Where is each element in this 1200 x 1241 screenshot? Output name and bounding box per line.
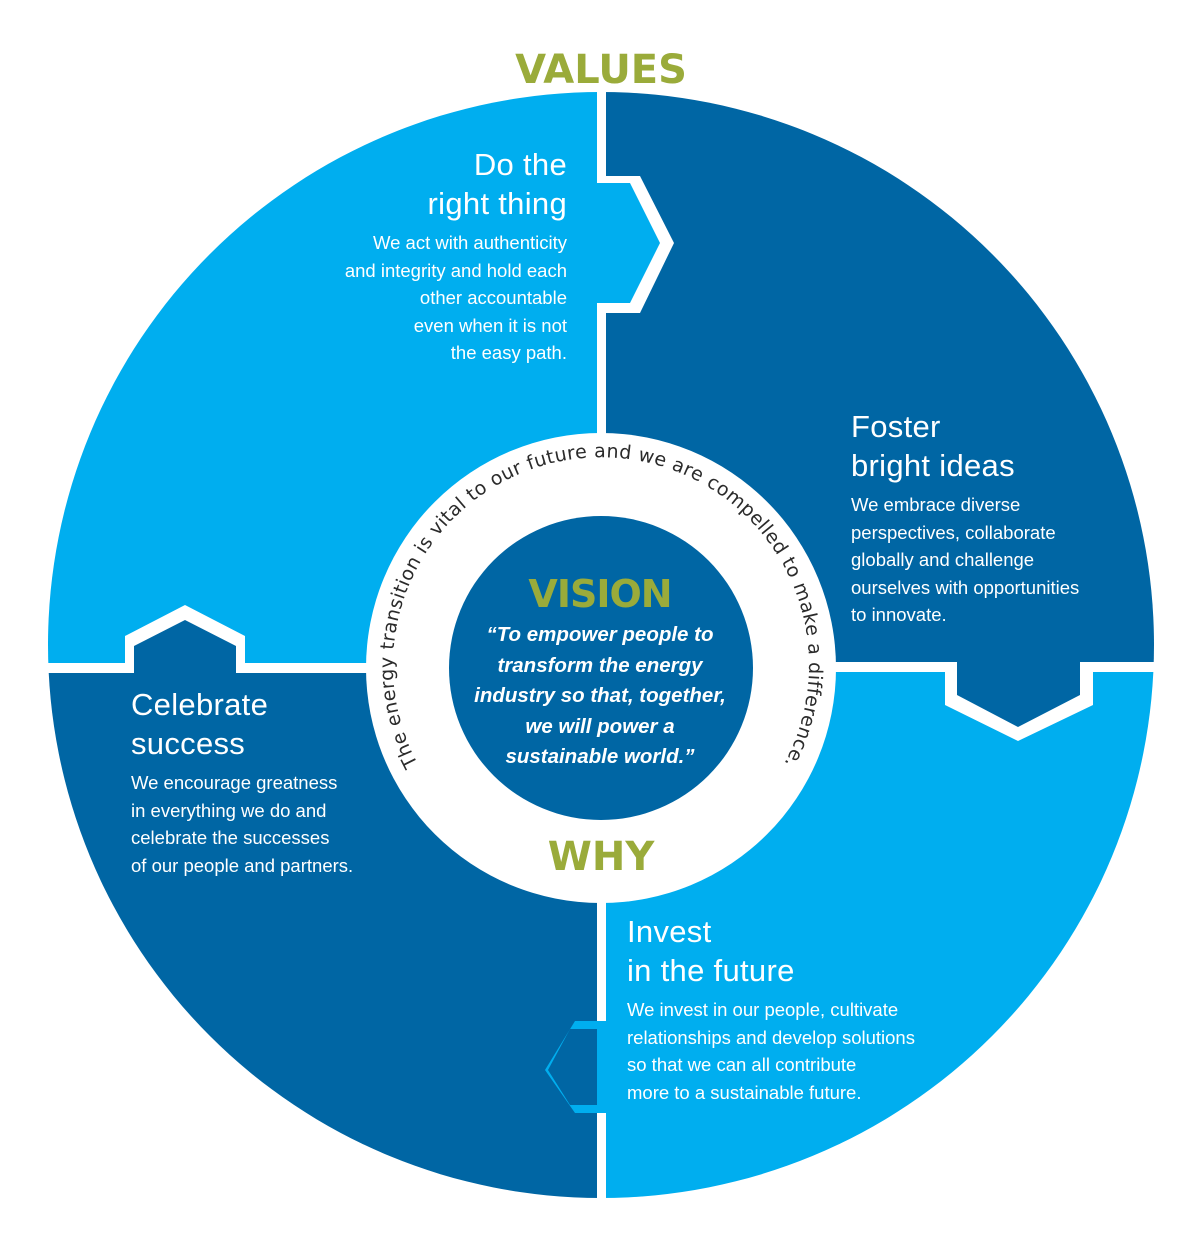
value-title-line: bright ideas: [851, 448, 1015, 483]
value-do-the-right-thing: Do the right thing We act with authentic…: [280, 145, 567, 367]
value-description: We encourage greatness in everything we …: [131, 769, 411, 879]
value-title-line: right thing: [427, 186, 567, 221]
value-description-line: and integrity and hold each: [344, 259, 567, 281]
value-description-line: other accountable: [419, 287, 567, 308]
value-title-line: Do the: [473, 147, 567, 182]
value-foster-bright-ideas: Foster bright ideas We embrace diverse p…: [851, 407, 1151, 629]
value-description-line: to innovate.: [851, 604, 947, 625]
value-description-line: perspectives, collaborate: [851, 521, 1056, 543]
value-description: We invest in our people, cultivate relat…: [627, 996, 967, 1106]
value-title: Foster bright ideas: [851, 407, 1151, 485]
vision-quote-line: industry so that, together,: [474, 684, 726, 707]
vision-circle: [449, 516, 753, 820]
value-title-line: Celebrate: [131, 687, 269, 722]
value-description-line: of our people and partners.: [131, 854, 354, 876]
vision-title: VISION: [528, 572, 672, 616]
vision-quote: “To empower people to transform the ener…: [455, 620, 745, 773]
value-description-line: relationships and develop solutions: [627, 1026, 915, 1048]
vision-quote-line: transform the energy: [497, 653, 703, 677]
value-description: We embrace diverse perspectives, collabo…: [851, 491, 1151, 629]
value-description-line: celebrate the successes: [131, 827, 330, 848]
value-description-line: the easy path.: [450, 342, 567, 363]
vision-quote-line: we will power a: [525, 714, 675, 738]
vision-quote-line: sustainable world.”: [505, 745, 695, 768]
value-description-line: We act with authenticity: [373, 232, 567, 253]
value-title: Do the right thing: [280, 145, 567, 223]
value-title-line: Invest: [627, 914, 712, 949]
value-description-line: globally and challenge: [851, 549, 1035, 570]
value-description-line: so that we can all contribute: [627, 1054, 857, 1075]
value-description-line: more to a sustainable future.: [627, 1081, 862, 1103]
value-title: Invest in the future: [627, 912, 967, 990]
value-invest-in-the-future: Invest in the future We invest in our pe…: [627, 912, 967, 1106]
value-description-line: even when it is not: [413, 314, 567, 336]
value-description-line: in everything we do and: [131, 799, 327, 821]
value-title-line: in the future: [627, 953, 795, 988]
value-description: We act with authenticity and integrity a…: [280, 229, 567, 367]
quadrant-celebrate-arrow: [548, 1029, 597, 1105]
value-description-line: We embrace diverse: [851, 494, 1021, 515]
value-description-line: We invest in our people, cultivate: [627, 999, 899, 1020]
value-title: Celebrate success: [131, 685, 411, 763]
vision-quote-line: “To empower people to: [486, 623, 714, 646]
value-title-line: success: [131, 726, 246, 761]
value-description-line: We encourage greatness: [131, 772, 338, 793]
value-title-line: Foster: [851, 409, 941, 444]
values-heading: VALUES: [515, 47, 687, 93]
value-description-line: ourselves with opportunities: [851, 576, 1080, 598]
value-celebrate-success: Celebrate success We encourage greatness…: [131, 685, 411, 879]
why-heading: WHY: [548, 834, 656, 880]
